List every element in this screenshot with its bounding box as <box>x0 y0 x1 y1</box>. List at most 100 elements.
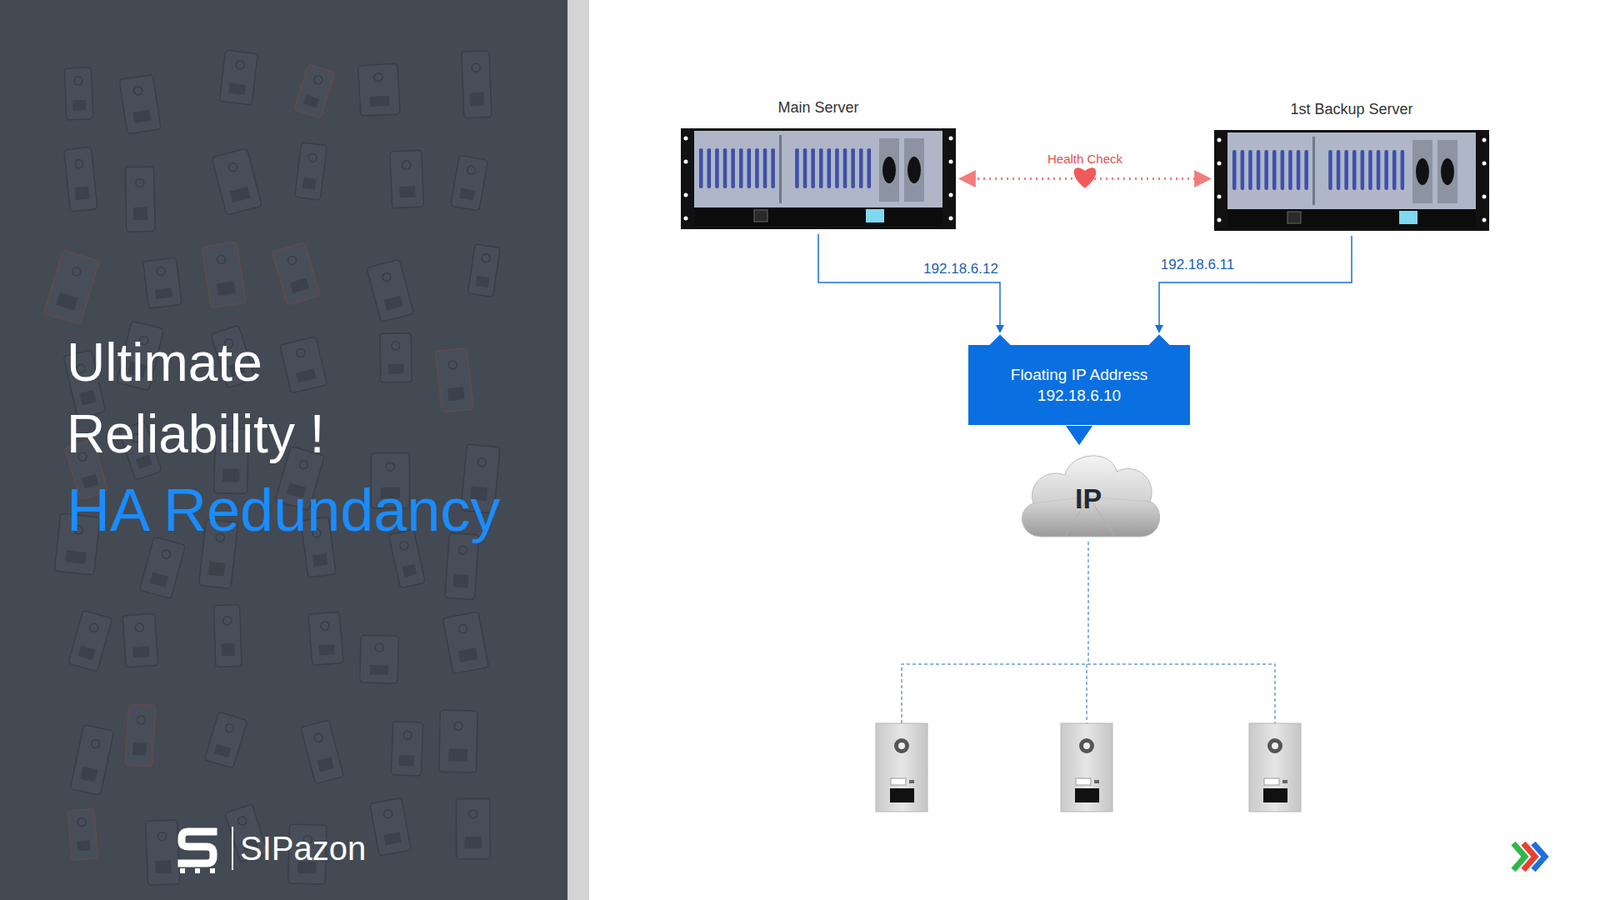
chevron-mark <box>1513 843 1545 870</box>
power-supply <box>1437 140 1458 204</box>
network-lines <box>901 541 1275 724</box>
card-slot <box>1256 150 1261 190</box>
device-panel <box>65 550 86 564</box>
rack-frame <box>1214 130 1490 231</box>
station-body <box>1249 723 1301 812</box>
device-icon <box>390 721 424 776</box>
card-slot <box>1288 150 1293 190</box>
device-panel <box>132 646 150 659</box>
device-outline <box>455 799 490 860</box>
device-icon <box>380 333 412 383</box>
station-body <box>1060 723 1113 812</box>
server-illustration <box>1214 130 1490 231</box>
device-panel <box>214 744 232 759</box>
rack-hole <box>684 160 689 165</box>
device-lens <box>235 60 245 70</box>
device-panel <box>475 275 490 288</box>
device-panel <box>399 185 416 198</box>
device-panel <box>465 836 482 849</box>
device-panel <box>318 644 335 656</box>
card-slot <box>1240 150 1245 190</box>
device-outline <box>442 611 489 675</box>
card-slot <box>739 148 744 189</box>
card-slot <box>1272 150 1277 190</box>
power-port <box>1440 158 1455 185</box>
device-icon <box>294 64 335 119</box>
card-slot <box>1232 150 1237 190</box>
device-lens <box>320 621 330 631</box>
address-text: Floating IP Address <box>1010 364 1148 385</box>
device-outline <box>366 259 415 322</box>
device-outline <box>439 710 478 773</box>
device-panel <box>155 860 172 874</box>
rack-hole <box>1217 138 1222 143</box>
device-panel <box>316 757 334 773</box>
device-panel <box>369 665 389 675</box>
card-slot <box>1264 150 1269 190</box>
device-lens <box>156 266 166 276</box>
device-icon <box>358 63 401 116</box>
device-lens <box>375 643 384 652</box>
device-lens <box>471 63 480 72</box>
heart-icon <box>1074 167 1097 189</box>
device-outline <box>450 155 489 211</box>
device-icon <box>64 67 94 120</box>
device-panel <box>388 364 405 375</box>
connector <box>1078 424 1080 447</box>
card-slot <box>715 148 720 189</box>
door-stations <box>875 723 1301 812</box>
device-outline <box>467 244 500 297</box>
device-icon <box>68 610 113 671</box>
device-panel <box>55 292 78 311</box>
device-outline <box>370 798 411 856</box>
card-divider <box>779 135 782 204</box>
device-icon <box>204 711 248 769</box>
chevron <box>1533 843 1545 870</box>
dashed-line <box>1085 664 1088 724</box>
device-icon <box>201 241 247 309</box>
cloud-label: IP <box>1075 482 1102 515</box>
slide-title: Ultimate Reliability ! <box>66 326 417 470</box>
device-icon <box>439 710 478 773</box>
card-slot <box>810 148 815 189</box>
device-outline <box>219 50 258 105</box>
rack-panel <box>694 130 943 208</box>
device-outline <box>390 721 424 776</box>
device-icon <box>442 611 489 675</box>
logo-separator <box>231 826 234 870</box>
device-panel <box>78 645 96 661</box>
card-slot <box>730 148 735 189</box>
station-camera <box>1079 738 1095 754</box>
device-outline <box>64 67 94 120</box>
address-text: 192.18.6.10 <box>1037 385 1121 406</box>
device-panel <box>470 92 485 107</box>
rack-hole <box>949 193 954 198</box>
device-panel <box>402 564 418 578</box>
device-icon <box>300 720 345 785</box>
device-outline <box>390 150 425 208</box>
device-lens <box>458 624 469 635</box>
rack-hole <box>1217 195 1222 200</box>
device-outline <box>122 613 159 668</box>
device-lens <box>385 462 395 471</box>
station-reader <box>1263 788 1288 803</box>
device-lens <box>286 255 297 265</box>
rack-hole <box>1482 195 1487 200</box>
rack-badge <box>754 210 768 222</box>
device-panel <box>150 572 169 588</box>
device-outline <box>214 605 242 668</box>
station-lens <box>898 742 905 750</box>
device-outline <box>70 725 115 796</box>
device-icon <box>125 166 155 232</box>
station-camera <box>894 738 910 754</box>
device-panel <box>303 95 320 109</box>
rack-hole <box>949 216 954 221</box>
device-lens <box>224 723 235 734</box>
device-lens <box>135 623 145 633</box>
card-slot <box>803 148 808 189</box>
station-lens <box>1083 742 1090 750</box>
card-slot <box>795 148 800 189</box>
left-panel <box>0 0 568 900</box>
device-outline <box>461 50 492 119</box>
device-lens <box>133 85 143 95</box>
